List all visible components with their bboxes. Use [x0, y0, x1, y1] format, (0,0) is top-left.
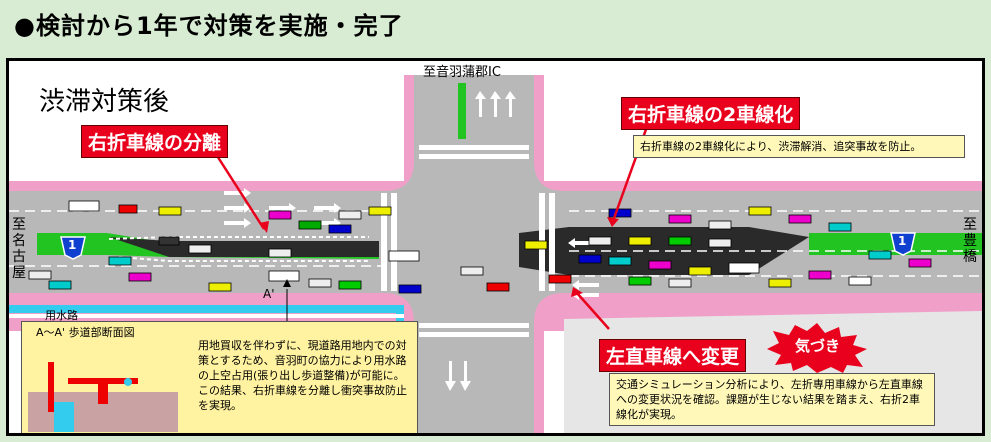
callout-arrow-separation: [212, 150, 266, 230]
lane-arrows-west: [224, 188, 341, 228]
callout-left-turn-separation: 右折車線の分離: [81, 125, 229, 158]
destination-west: 至名古屋: [12, 217, 26, 281]
cross-section-note: 用地買収を伴わずに、現道路用地内での対策とするため、音羽町の協力により用水路の上…: [198, 339, 407, 412]
lane-arrows-south: [445, 361, 471, 391]
callout-arrow-change: [576, 292, 610, 330]
vehicles: [28, 200, 932, 294]
destination-east: 至豊橋: [963, 217, 977, 265]
route-sign-west: [60, 236, 86, 260]
kizuki-burst: [767, 323, 867, 373]
note-simulation: 交通シミュレーション分析により、左折専用車線から左直車線への変更状況を確認。課題…: [609, 373, 935, 426]
callout-left-turn-double: 右折車線の2車線化: [621, 97, 801, 130]
diagram-frame: 渋滞対策後 至音羽蒲郡IC 至名古屋 至豊橋 1 1 右折車線の分離 右折車線の…: [6, 58, 985, 436]
median-north: [458, 83, 466, 139]
waterway: [9, 305, 404, 313]
section-marker-prime: A': [263, 287, 275, 301]
route-number-west: 1: [68, 238, 77, 252]
cross-section-title: A～A' 歩道部断面図: [36, 326, 135, 339]
route-number-east: 1: [898, 234, 907, 248]
waterway-label: 用水路: [45, 309, 78, 322]
lane-arrows-north: [475, 91, 516, 117]
cross-road: [414, 75, 534, 433]
page-title: ●検討から1年で対策を実施・完了: [14, 12, 404, 40]
cross-section-figure: [28, 362, 178, 432]
note-double-lane: 右折車線の2車線化により、渋滞解消、追突事故を防止。: [633, 135, 965, 158]
cross-section-panel: A～A' 歩道部断面図 用地買収を伴わずに、現道路用地内での対策とするため、音羽…: [21, 321, 418, 433]
destination-north: 至音羽蒲郡IC: [423, 65, 501, 80]
diagram-title: 渋滞対策後: [39, 87, 170, 117]
kizuki-label: 気づき: [795, 337, 841, 355]
callout-change-lane: 左直車線へ変更: [599, 339, 747, 372]
route-sign-east: [890, 232, 916, 256]
